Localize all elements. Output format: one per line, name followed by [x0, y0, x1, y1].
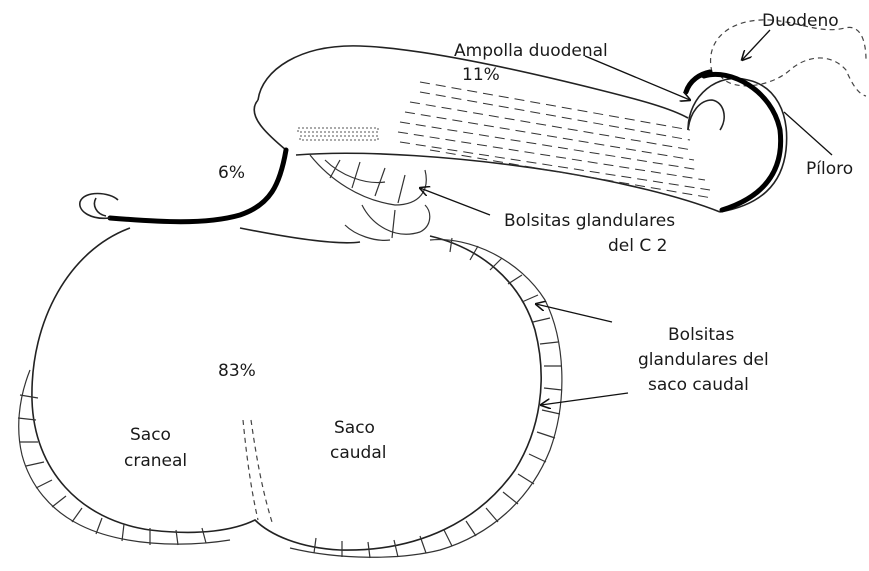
c2-gland-cells — [310, 155, 430, 240]
label-saco-caudal-1: Saco — [334, 418, 375, 438]
label-ampolla-pct: 11% — [462, 65, 500, 85]
label-c1-pct: 83% — [218, 361, 256, 381]
label-duodeno: Duodeno — [762, 11, 839, 31]
neck-thick-band — [110, 150, 286, 222]
label-ampolla-duodenal: Ampolla duodenal — [454, 41, 608, 61]
label-bolsitas-c2-2: del C 2 — [608, 236, 667, 256]
label-piloro: Píloro — [806, 159, 853, 179]
arrow-duodeno — [742, 30, 770, 60]
arrow-ampolla — [585, 56, 690, 100]
label-c2-pct: 6% — [218, 163, 245, 183]
c2-left-wall — [254, 100, 286, 150]
esophagus-stub — [80, 194, 118, 219]
label-bolsitas-caudal-2: glandulares del — [638, 350, 769, 370]
caudal-gland-cells — [290, 238, 562, 558]
c2-to-rumen — [240, 228, 360, 243]
sac-groove — [243, 420, 272, 522]
label-bolsitas-caudal-3: saco caudal — [648, 375, 749, 395]
tube-hatching — [398, 82, 712, 198]
esophagus-inner — [94, 198, 106, 216]
pylorus-outline — [688, 78, 787, 212]
label-saco-craneal-1: Saco — [130, 425, 171, 445]
label-saco-caudal-2: caudal — [330, 443, 386, 463]
arrow-bolsitas-caudal-1 — [536, 304, 612, 322]
label-bolsitas-c2-1: Bolsitas glandulares — [504, 211, 675, 231]
label-saco-craneal-2: craneal — [124, 451, 187, 471]
neck-dots — [298, 128, 378, 140]
label-bolsitas-caudal-1: Bolsitas — [668, 325, 734, 345]
duodenum-outline — [711, 20, 866, 96]
arrow-piloro — [784, 112, 832, 155]
rumen-outline — [32, 228, 541, 550]
arrow-bolsitas-c2 — [420, 188, 490, 215]
arrow-bolsitas-caudal-2 — [541, 393, 628, 405]
